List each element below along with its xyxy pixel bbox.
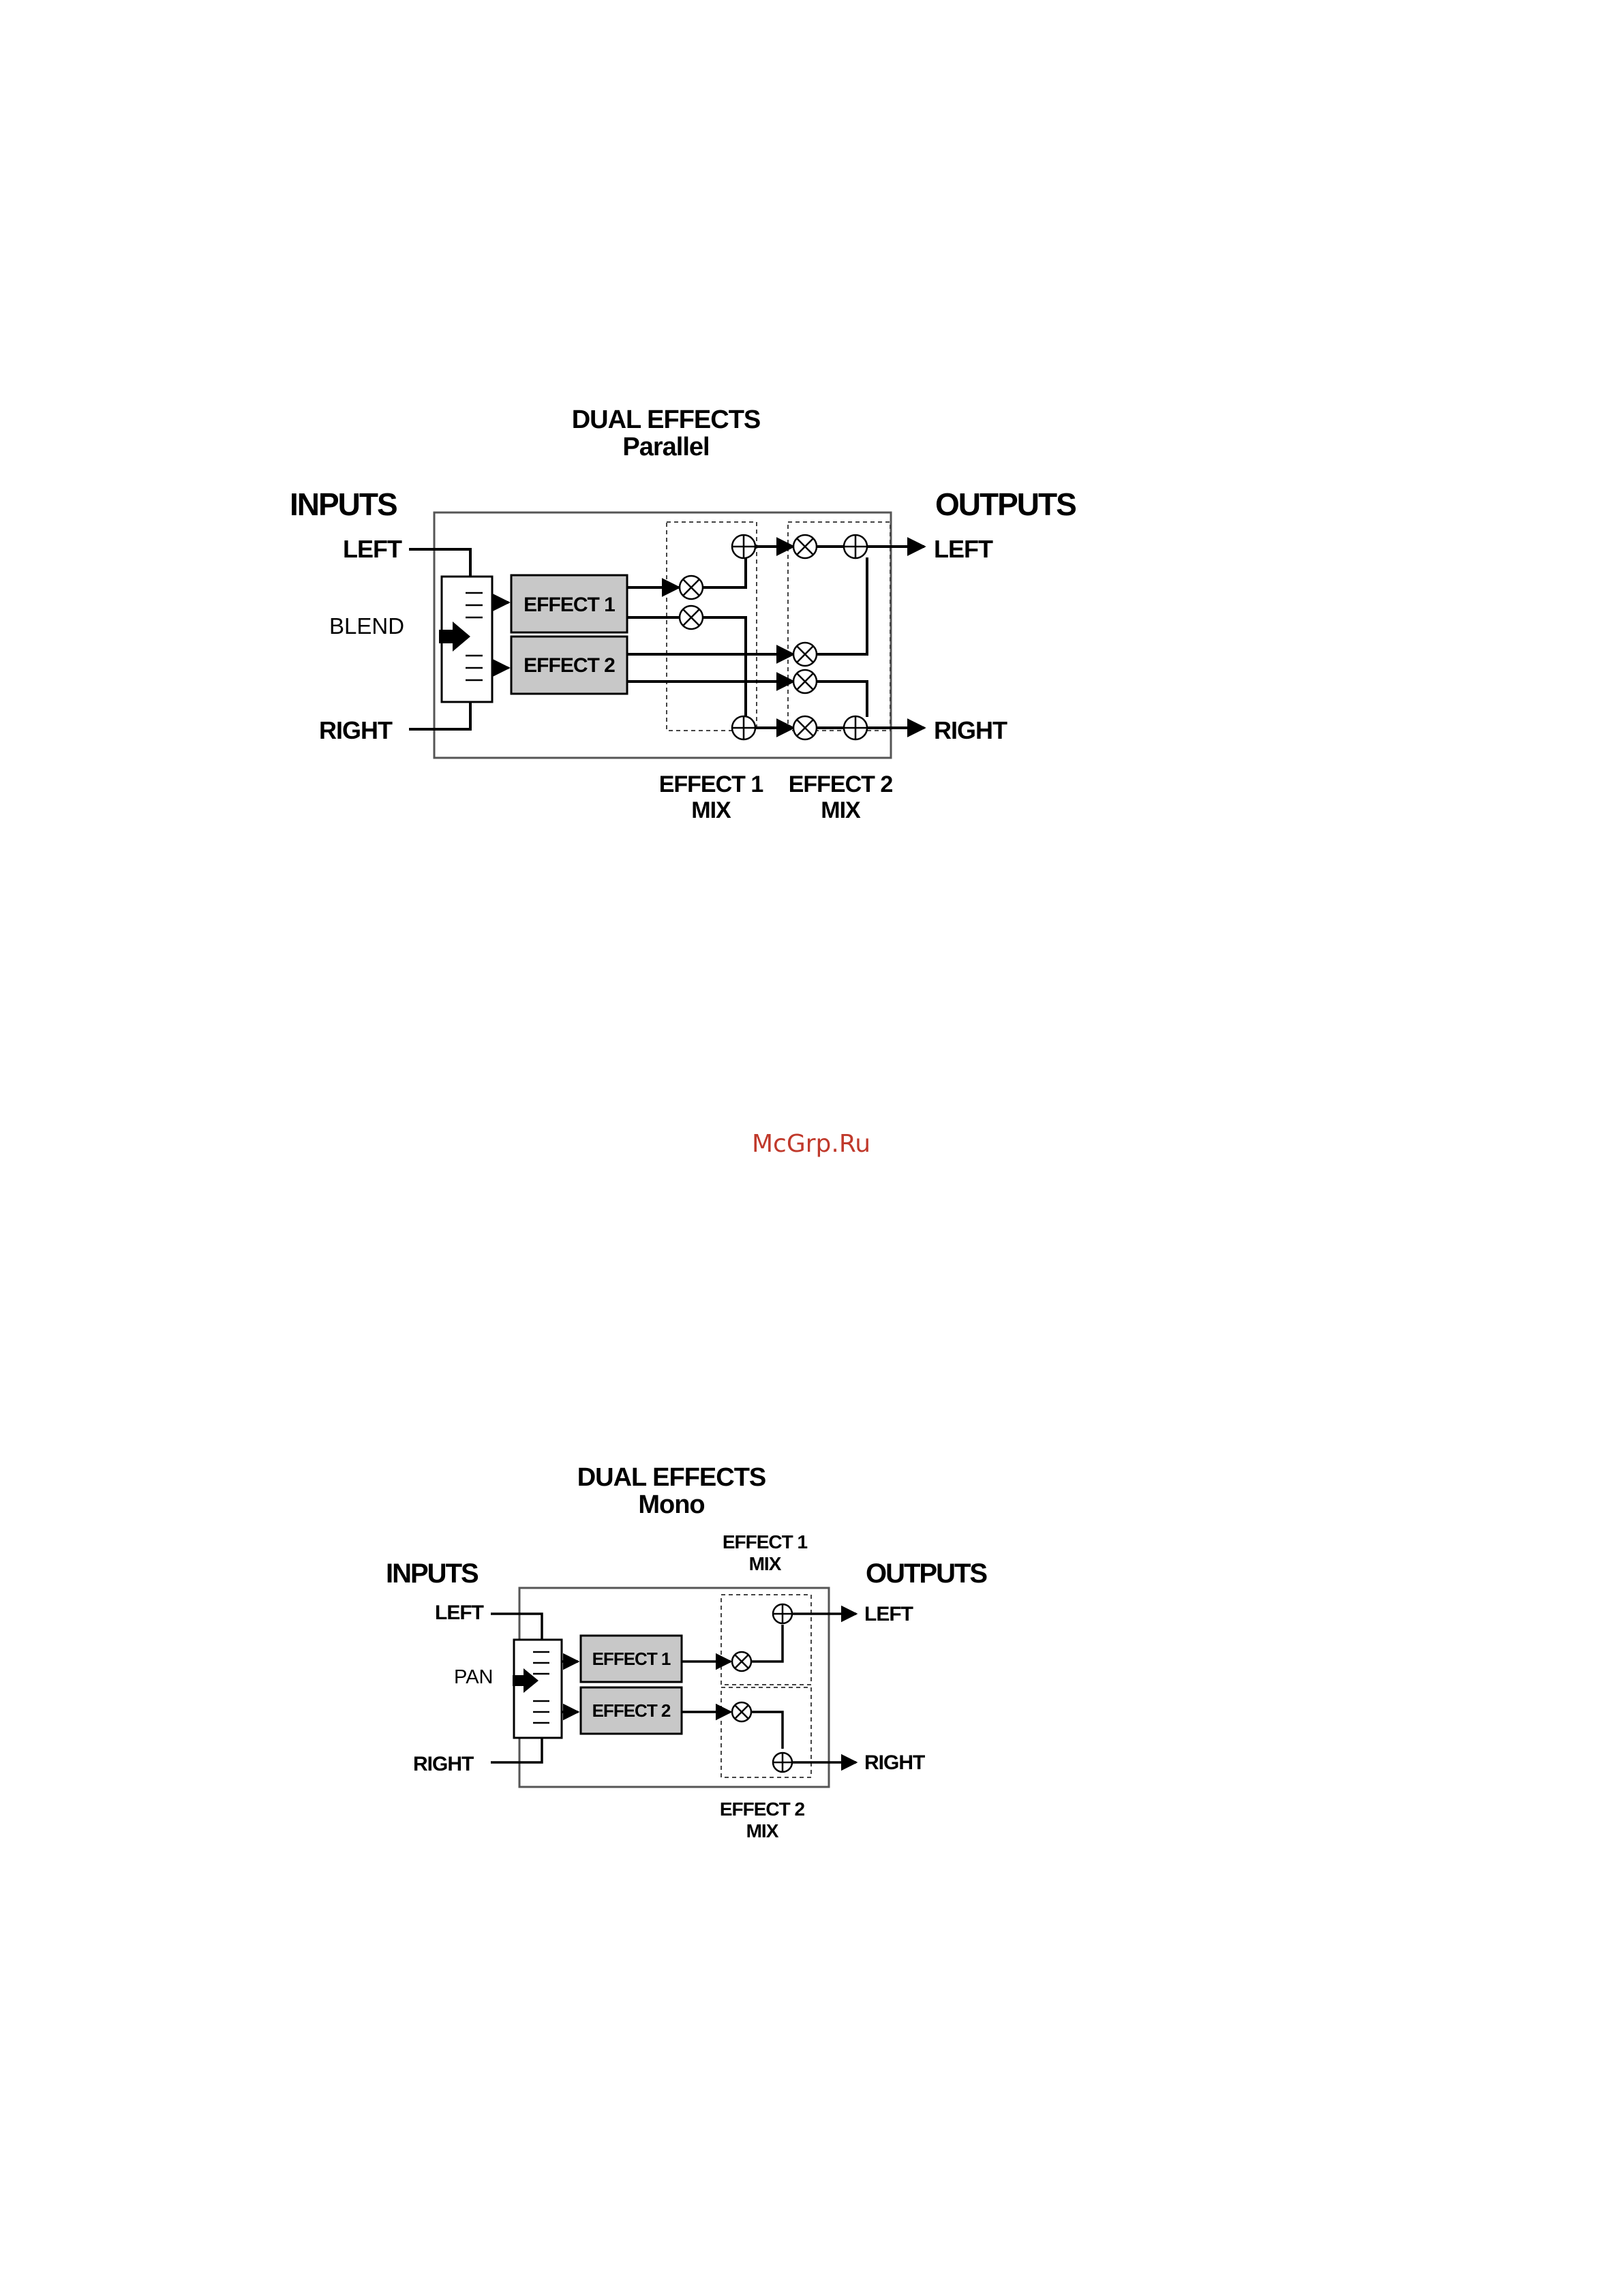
- parallel-frame: [434, 512, 891, 758]
- mono-mix2-line1: EFFECT 2: [720, 1798, 805, 1820]
- parallel-sum-icon: [732, 716, 755, 739]
- diagram-parallel: DUAL EFFECTS Parallel INPUTS OUTPUTS LEF…: [290, 405, 1076, 823]
- parallel-mix2-line2: MIX: [821, 797, 861, 823]
- parallel-input-right: RIGHT: [319, 716, 393, 744]
- parallel-input-left: LEFT: [343, 535, 402, 563]
- parallel-sum-icon: [732, 535, 755, 558]
- parallel-mix1-line1: EFFECT 1: [659, 771, 763, 797]
- parallel-title: DUAL EFFECTS: [572, 405, 761, 434]
- mono-title: DUAL EFFECTS: [577, 1463, 766, 1492]
- parallel-effect1-label: EFFECT 1: [524, 594, 615, 616]
- mono-mix1-line1: EFFECT 1: [723, 1531, 808, 1552]
- mono-effect2-label: EFFECT 2: [592, 1700, 671, 1721]
- mono-inputs-label: INPUTS: [386, 1559, 479, 1589]
- mono-multiply-icon: [732, 1652, 751, 1671]
- mono-pan-label: PAN: [454, 1666, 493, 1688]
- parallel-multiply-icon: [680, 606, 703, 629]
- parallel-subtitle: Parallel: [622, 433, 709, 461]
- parallel-sum-icon: [844, 716, 867, 739]
- parallel-sum-icon: [844, 535, 867, 558]
- mono-effect1-label: EFFECT 1: [592, 1649, 671, 1669]
- mono-output-left: LEFT: [864, 1603, 913, 1625]
- parallel-multiply-icon: [793, 716, 817, 739]
- parallel-multiply-icon: [793, 643, 817, 666]
- parallel-blend-label: BLEND: [329, 613, 404, 639]
- parallel-mix2-line1: EFFECT 2: [789, 771, 893, 797]
- mono-multiply-icon: [732, 1702, 751, 1721]
- parallel-mix1-line2: MIX: [691, 797, 731, 823]
- mono-sum-icon: [773, 1604, 792, 1623]
- diagram-mono: DUAL EFFECTS Mono EFFECT 1 MIX INPUTS OU…: [386, 1463, 987, 1841]
- mono-sum-icon: [773, 1753, 792, 1772]
- mono-mix1-line2: MIX: [749, 1553, 782, 1574]
- parallel-inputs-label: INPUTS: [290, 487, 397, 522]
- parallel-effect2-label: EFFECT 2: [524, 654, 615, 677]
- mono-outputs-label: OUTPUTS: [866, 1559, 987, 1589]
- parallel-multiply-icon: [680, 576, 703, 599]
- mono-mix2-line2: MIX: [746, 1820, 779, 1841]
- mono-input-right: RIGHT: [413, 1753, 474, 1775]
- parallel-outputs-label: OUTPUTS: [935, 487, 1076, 522]
- mono-output-right: RIGHT: [864, 1751, 925, 1774]
- parallel-output-right: RIGHT: [934, 716, 1007, 744]
- parallel-multiply-icon: [793, 670, 817, 693]
- mono-subtitle: Mono: [638, 1490, 704, 1519]
- parallel-multiply-icon: [793, 535, 817, 558]
- mono-input-left: LEFT: [435, 1602, 484, 1624]
- parallel-output-left: LEFT: [934, 535, 993, 563]
- watermark-text: McGrp.Ru: [752, 1130, 870, 1158]
